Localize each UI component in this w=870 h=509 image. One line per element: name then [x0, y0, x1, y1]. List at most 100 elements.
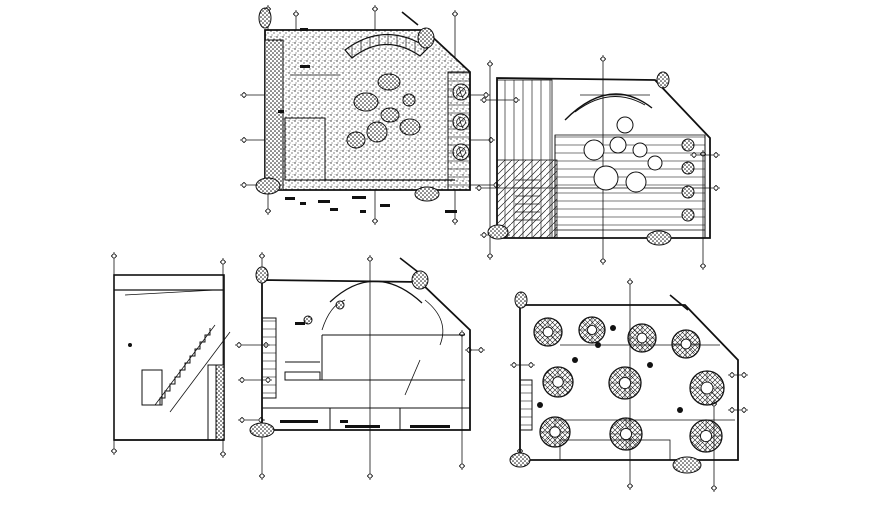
furniture-boundary: [519, 304, 739, 461]
shrub-symbol: [509, 452, 531, 468]
axis-marker: [459, 463, 465, 469]
stairs: [519, 379, 533, 431]
axis-marker: [741, 372, 747, 378]
planter-circle: [625, 171, 647, 193]
table-radial-line: [595, 333, 602, 340]
annotation-text-block: [300, 65, 310, 68]
axis-marker: [729, 372, 735, 378]
planter-circle: [632, 142, 648, 158]
stair-stringer: [154, 324, 216, 406]
tree-branch: [458, 146, 463, 159]
table-radial-line: [558, 421, 566, 429]
table-radial-line: [595, 320, 602, 327]
shrub-symbol: [377, 73, 401, 91]
axis-marker: [241, 137, 247, 143]
tree-canopy-ring: [456, 87, 466, 97]
axis-marker: [600, 56, 606, 62]
tree-branch: [458, 86, 463, 99]
table-radial-line: [711, 392, 720, 401]
shrub-symbol: [656, 71, 670, 89]
shrub-symbol: [487, 224, 509, 240]
annotation-text-block: [380, 204, 390, 207]
planter-circle: [593, 165, 619, 191]
table-radial-line: [614, 437, 623, 446]
axis-marker: [452, 11, 458, 17]
stair-stringer: [169, 331, 231, 413]
axis-marker: [239, 417, 245, 423]
annotation-text-block: [278, 110, 284, 113]
axis-marker: [487, 61, 493, 67]
tree-canopy-ring: [456, 147, 466, 157]
axis-marker: [259, 253, 265, 259]
axis-marker: [236, 342, 242, 348]
axis-marker: [259, 473, 265, 479]
table-radial-line: [551, 335, 559, 343]
table-radial-line: [631, 327, 639, 335]
axis-marker: [241, 182, 247, 188]
table-radial-line: [628, 371, 637, 380]
table-radial-line: [629, 437, 638, 446]
axis-marker: [239, 377, 245, 383]
shrub-symbol: [672, 456, 702, 474]
table-radial-line: [675, 333, 683, 341]
table-radial-line: [613, 371, 622, 380]
table-radial-line: [582, 333, 589, 340]
axis-marker: [111, 253, 117, 259]
axis-marker: [487, 253, 493, 259]
planter-circle: [583, 139, 605, 161]
table-center: [552, 376, 564, 388]
annotation-text-block: [280, 420, 318, 423]
axis-marker: [367, 473, 373, 479]
axis-marker: [741, 407, 747, 413]
table-center: [699, 429, 713, 443]
axis-marker: [528, 362, 534, 368]
chair-marker: [647, 362, 653, 368]
table-radial-line: [558, 435, 566, 443]
door-opening: [141, 369, 163, 406]
shrub-symbol: [258, 7, 272, 29]
curved-deck-edge: [564, 93, 653, 121]
shrub-symbol: [402, 93, 416, 107]
table-radial-line: [629, 422, 638, 431]
table-radial-line: [547, 371, 555, 379]
shrub-symbol: [417, 27, 435, 49]
annotation-text-block: [330, 208, 338, 211]
annotation-text-block: [300, 202, 306, 205]
layout-plan: [235, 252, 485, 480]
paving-plan: [475, 55, 720, 270]
table-radial-line: [544, 435, 552, 443]
axis-marker: [627, 279, 633, 285]
axis-marker: [713, 152, 719, 158]
table-radial-line: [689, 333, 697, 341]
table-radial-line: [709, 424, 718, 433]
table-radial-line: [631, 341, 639, 349]
table-center: [618, 376, 632, 390]
table-center: [636, 332, 648, 344]
table-radial-line: [613, 386, 622, 395]
table-radial-line: [689, 347, 697, 355]
counter: [284, 371, 321, 381]
tree-symbol: [452, 143, 470, 161]
stairs: [261, 317, 277, 399]
axis-marker: [476, 185, 482, 191]
table-radial-line: [561, 371, 569, 379]
table-radial-line: [694, 424, 703, 433]
shrub-symbol: [414, 186, 440, 202]
tree-pit: [681, 208, 695, 222]
planter-circle: [609, 136, 627, 154]
shrub-symbol: [366, 121, 388, 143]
planter-circle: [616, 116, 634, 134]
axis-marker: [481, 232, 487, 238]
table-radial-line: [711, 375, 720, 384]
table-radial-line: [582, 320, 589, 327]
landscape-plan: [240, 5, 500, 225]
door-swing: [321, 299, 346, 331]
tree-symbol: [452, 83, 470, 101]
chair-marker: [595, 342, 601, 348]
table-radial-line: [645, 327, 653, 335]
shrub-symbol: [411, 270, 429, 290]
table-radial-line: [537, 335, 545, 343]
shrub-symbol: [255, 266, 269, 284]
